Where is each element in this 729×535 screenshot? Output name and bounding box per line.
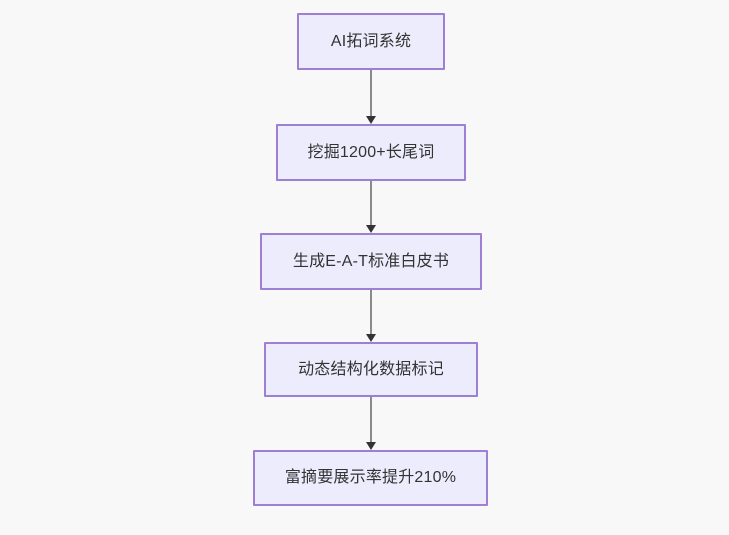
flow-node-label: 动态结构化数据标记 bbox=[298, 360, 444, 378]
edge-line bbox=[370, 397, 372, 442]
flow-node-label: 富摘要展示率提升210% bbox=[284, 469, 457, 487]
arrowhead-icon bbox=[366, 334, 376, 342]
flow-node-label: 挖掘1200+长尾词 bbox=[307, 143, 435, 161]
edge-line bbox=[370, 181, 372, 225]
flow-node-mine-longtail-keywords[interactable]: 挖掘1200+长尾词 bbox=[276, 124, 466, 181]
edge-line bbox=[370, 70, 372, 116]
flow-node-rich-snippet-impression-uplift[interactable]: 富摘要展示率提升210% bbox=[253, 450, 488, 506]
flow-node-label: AI拓词系统 bbox=[330, 32, 412, 50]
flow-node-label: 生成E-A-T标准白皮书 bbox=[292, 252, 450, 270]
arrowhead-icon bbox=[366, 116, 376, 124]
edge-line bbox=[370, 290, 372, 334]
flow-node-ai-keyword-system[interactable]: AI拓词系统 bbox=[297, 13, 445, 70]
flow-node-dynamic-structured-data-markup[interactable]: 动态结构化数据标记 bbox=[264, 342, 478, 397]
flow-node-generate-eat-whitepaper[interactable]: 生成E-A-T标准白皮书 bbox=[260, 233, 482, 290]
arrowhead-icon bbox=[366, 225, 376, 233]
arrowhead-icon bbox=[366, 442, 376, 450]
